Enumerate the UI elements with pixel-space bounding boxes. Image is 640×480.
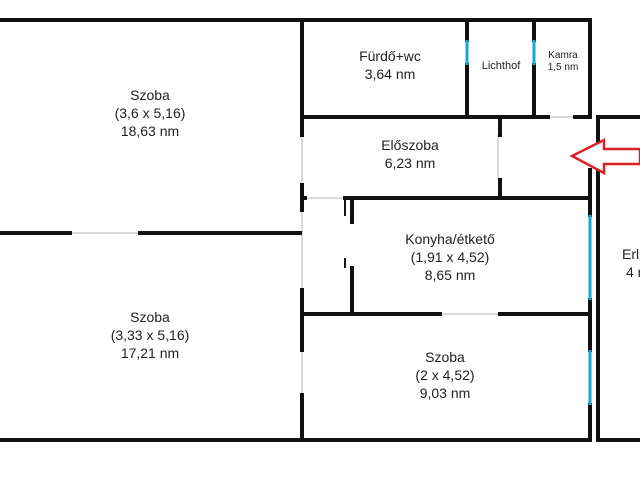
walls bbox=[0, 18, 640, 442]
room-name: Fürdő+wc bbox=[359, 48, 421, 64]
room-dimensions: (3,6 x 5,16) bbox=[114, 105, 186, 121]
room-name: Lichthof bbox=[481, 60, 521, 72]
room-name: Konyha/étkető bbox=[405, 231, 495, 247]
room-name: Szoba bbox=[425, 349, 465, 365]
room-area: 8,65 nm bbox=[424, 267, 476, 283]
room-area: 4 r bbox=[626, 264, 640, 280]
room-lichthof: Lichthof bbox=[468, 59, 534, 73]
entrance-arrow-icon bbox=[569, 137, 640, 176]
room-dimensions: (3,33 x 5,16) bbox=[110, 327, 190, 343]
room-area: 18,63 nm bbox=[120, 123, 180, 139]
room-area: 17,21 nm bbox=[120, 345, 180, 361]
room-area: 9,03 nm bbox=[419, 385, 471, 401]
room-area: 1,5 nm bbox=[547, 62, 579, 73]
room-furdo: Fürdő+wc 3,64 nm bbox=[315, 47, 465, 83]
room-szoba-3: Szoba (2 x 4,52) 9,03 nm bbox=[370, 348, 520, 402]
windows bbox=[465, 40, 592, 405]
room-name: Előszoba bbox=[381, 137, 439, 153]
room-dimensions: (2 x 4,52) bbox=[415, 367, 475, 383]
room-szoba-2: Szoba (3,33 x 5,16) 17,21 nm bbox=[50, 308, 250, 362]
room-name: Szoba bbox=[130, 87, 170, 103]
room-name: Szoba bbox=[130, 309, 170, 325]
room-name: Kamra bbox=[548, 50, 578, 61]
room-kamra: Kamra 1,5 nm bbox=[536, 50, 590, 74]
room-dimensions: (1,91 x 4,52) bbox=[410, 249, 490, 265]
room-konyha: Konyha/étkető (1,91 x 4,52) 8,65 nm bbox=[370, 230, 530, 284]
room-name: Erl bbox=[622, 246, 640, 262]
room-eloszoba: Előszoba 6,23 nm bbox=[330, 136, 490, 172]
room-szoba-1: Szoba (3,6 x 5,16) 18,63 nm bbox=[50, 86, 250, 140]
room-erkely: Erl 4 r bbox=[622, 245, 640, 281]
room-area: 3,64 nm bbox=[364, 66, 416, 82]
thin-lines bbox=[70, 116, 575, 395]
room-area: 6,23 nm bbox=[384, 155, 436, 171]
